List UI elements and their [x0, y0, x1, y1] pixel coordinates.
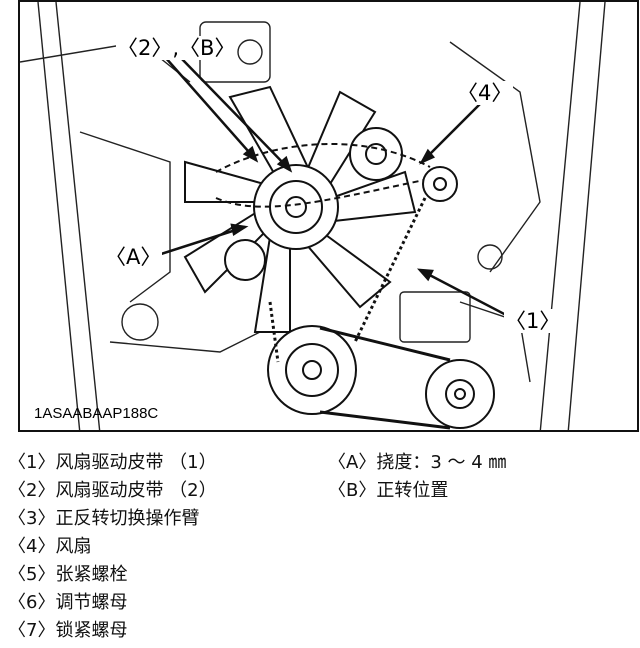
left-frame-rail — [37, 2, 81, 430]
engine-bolt — [121, 303, 159, 341]
engine-part-line — [79, 131, 171, 303]
arrowhead — [242, 145, 259, 163]
engine-bolt — [237, 39, 263, 65]
lower-idler-pulley — [224, 239, 266, 281]
arrowhead — [416, 268, 434, 282]
figure-code: 1ASAABAAP188C — [34, 405, 159, 422]
leader-line-4 — [421, 101, 483, 163]
callout-2-b: 〈2〉,〈B〉 — [116, 36, 237, 60]
alternator-belt — [319, 326, 451, 430]
leader-line-1 — [419, 268, 511, 319]
left-frame-rail-inner — [55, 2, 101, 430]
callout-a: 〈A〉 — [104, 245, 163, 269]
engine-belt-diagram: 〈2〉,〈B〉 〈4〉 〈A〉 〈1〉 1ASAABAAP188C — [18, 0, 639, 432]
idler-pulley-center — [365, 143, 387, 165]
legend-item-7: 〈7〉锁紧螺母 — [8, 620, 128, 641]
right-frame-rail — [539, 2, 581, 430]
fan-center — [285, 196, 307, 218]
engine-bolt — [477, 244, 503, 270]
leader-line-2b-a — [164, 56, 257, 161]
callout-4: 〈4〉 — [456, 81, 514, 105]
leader-line-a — [157, 225, 246, 257]
callout-1: 〈1〉 — [504, 309, 562, 333]
arrowhead — [230, 223, 249, 237]
engine-part-line — [449, 41, 541, 273]
legend-item-4: 〈4〉风扇 — [8, 536, 92, 557]
fan-drive-belt-2-lower — [215, 179, 425, 208]
arrowhead — [419, 148, 436, 165]
engine-part-line — [109, 321, 281, 353]
fan-drive-belt-1 — [268, 197, 427, 363]
crank-pulley-center — [302, 360, 322, 380]
arrowhead — [276, 155, 293, 173]
legend-item-1: 〈1〉风扇驱动皮带 （1） — [8, 452, 217, 473]
legend-item-6: 〈6〉调节螺母 — [8, 592, 128, 613]
diagram-drawing — [20, 2, 606, 430]
right-frame-rail-inner — [567, 2, 606, 430]
leader-line-2b-b — [179, 56, 291, 171]
legend-item-5: 〈5〉张紧螺栓 — [8, 564, 128, 585]
legend-item-a: 〈A〉挠度：3 ～ 4 ㎜ — [328, 452, 507, 473]
legend-item-2: 〈2〉风扇驱动皮带 （2） — [8, 480, 217, 501]
tension-pulley-center — [433, 177, 447, 191]
legend: 〈1〉风扇驱动皮带 （1） 〈2〉风扇驱动皮带 （2） 〈3〉正反转切换操作臂 … — [0, 440, 640, 648]
fan-drive-belt-2 — [215, 142, 431, 173]
legend-item-b: 〈B〉正转位置 — [328, 480, 449, 501]
engine-bracket — [399, 291, 471, 343]
fan — [183, 85, 417, 333]
legend-item-3: 〈3〉正反转切换操作臂 — [8, 508, 200, 529]
alternator-pulley-center — [454, 388, 466, 400]
